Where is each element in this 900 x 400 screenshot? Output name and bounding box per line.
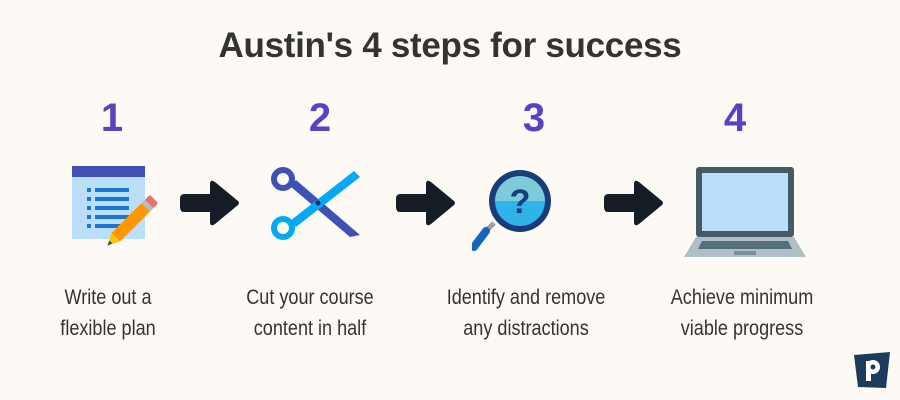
step-label-line: Write out a [64,286,152,309]
step-label-1: Write out a flexible plan [22,282,194,344]
magnifier-question-icon: ? [470,165,568,266]
arrow-right-icon [604,179,664,232]
notepad-pencil-icon [72,166,162,261]
arrow-right-icon [396,179,456,232]
step-number-2: 2 [308,96,332,140]
brand-logo-icon [853,352,891,395]
step-number-3: 3 [522,96,546,140]
step-label-4: Achieve minimum viable progress [656,282,828,344]
arrow-right-icon [180,179,240,232]
laptop-icon [682,167,810,264]
step-label-line: any distractions [463,317,589,340]
step-number-4: 4 [723,96,747,140]
svg-text:?: ? [510,183,531,221]
step-label-line: Cut your course [246,286,374,309]
scissors-icon [270,165,362,248]
step-label-line: viable progress [680,317,804,340]
page-title: Austin's 4 steps for success [218,26,682,65]
step-label-line: flexible plan [60,317,156,340]
step-label-2: Cut your course content in half [224,282,396,344]
step-label-line: content in half [253,317,367,340]
step-number-1: 1 [100,96,124,140]
step-label-3: Identify and remove any distractions [440,282,612,344]
step-label-line: Identify and remove [446,286,606,309]
step-label-line: Achieve minimum [670,286,814,309]
